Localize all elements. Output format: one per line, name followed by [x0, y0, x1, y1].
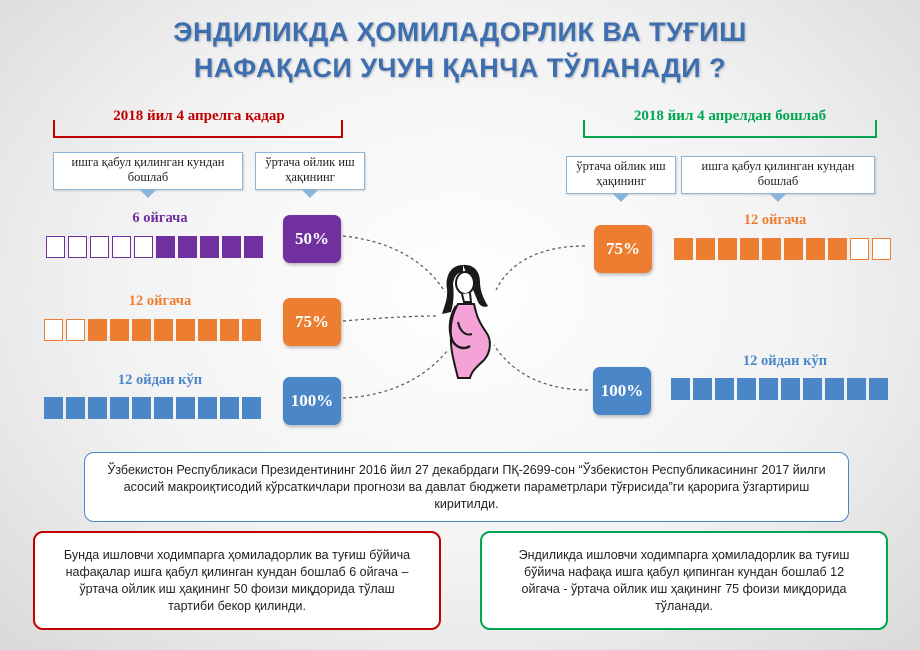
month-segment	[825, 378, 844, 400]
month-segment	[176, 397, 195, 419]
left-row-3-bar	[44, 397, 261, 419]
month-segment	[154, 397, 173, 419]
month-segment	[242, 397, 261, 419]
month-segment	[696, 238, 715, 260]
month-segment	[66, 397, 85, 419]
month-segment	[781, 378, 800, 400]
left-row-1-percent: 50%	[283, 215, 341, 263]
month-segment	[737, 378, 756, 400]
month-segment	[762, 238, 781, 260]
left-period-bracket	[53, 120, 343, 138]
month-segment	[88, 319, 107, 341]
month-segment	[176, 319, 195, 341]
month-segment	[44, 397, 63, 419]
month-segment	[110, 319, 129, 341]
right-row-1-bar	[674, 238, 891, 260]
left-row-3-label: 12 ойдан кўп	[117, 372, 203, 388]
month-segment	[44, 319, 63, 341]
left-row-2-percent: 75%	[283, 298, 341, 346]
month-segment	[806, 238, 825, 260]
month-segment	[198, 397, 217, 419]
note-right-box: Эндиликда ишловчи ходимпарга ҳомиладорли…	[480, 531, 888, 630]
left-row-1-label: 6 ойгача	[132, 210, 188, 226]
month-segment	[200, 236, 219, 258]
month-segment	[872, 238, 891, 260]
month-segment	[740, 238, 759, 260]
month-segment	[132, 319, 151, 341]
month-segment	[156, 236, 175, 258]
month-segment	[134, 236, 153, 258]
month-segment	[674, 238, 693, 260]
info-text: Ўзбекистон Республикаси Президентининг 2…	[107, 462, 826, 511]
left-row-2-bar	[44, 319, 261, 341]
month-segment	[847, 378, 866, 400]
right-caption-salary: ўртача ойлик иш ҳақининг	[566, 156, 676, 202]
left-caption-tenure: ишга қабул қилинган кундан бошлаб	[53, 152, 243, 198]
month-segment	[850, 238, 869, 260]
note-left-box: Бунда ишловчи ходимпарга ҳомиладорлик ва…	[33, 531, 441, 630]
month-segment	[828, 238, 847, 260]
left-caption-salary: ўртача ойлик иш ҳақининг	[255, 152, 365, 198]
right-row-2-percent: 100%	[593, 367, 651, 415]
month-segment	[220, 397, 239, 419]
month-segment	[784, 238, 803, 260]
title-line-1: ЭНДИЛИКДА ҲОМИЛАДОРЛИК ВА ТУҒИШ	[173, 17, 747, 47]
note-left-text: Бунда ишловчи ходимпарга ҳомиладорлик ва…	[63, 547, 411, 613]
right-row-2-bar	[671, 378, 888, 400]
month-segment	[220, 319, 239, 341]
month-segment	[132, 397, 151, 419]
month-segment	[759, 378, 778, 400]
month-segment	[693, 378, 712, 400]
month-segment	[803, 378, 822, 400]
month-segment	[715, 378, 734, 400]
title-line-2: НАФАҚАСИ УЧУН ҚАНЧА ТЎЛАНАДИ ?	[193, 53, 727, 83]
month-segment	[88, 397, 107, 419]
month-segment	[112, 236, 131, 258]
right-caption-tenure: ишга қабул қилинган кундан бошлаб	[681, 156, 875, 202]
month-segment	[110, 397, 129, 419]
month-segment	[154, 319, 173, 341]
left-row-2-label: 12 ойгача	[128, 293, 192, 309]
month-segment	[90, 236, 109, 258]
month-segment	[46, 236, 65, 258]
note-right-text: Эндиликда ишловчи ходимпарга ҳомиладорли…	[518, 547, 850, 613]
page-title: ЭНДИЛИКДА ҲОМИЛАДОРЛИК ВА ТУҒИШ НАФАҚАСИ…	[0, 14, 920, 86]
info-box: Ўзбекистон Республикаси Президентининг 2…	[84, 452, 849, 522]
right-period-bracket	[583, 120, 877, 138]
month-segment	[671, 378, 690, 400]
month-segment	[222, 236, 241, 258]
pregnant-woman-icon	[442, 264, 491, 379]
month-segment	[869, 378, 888, 400]
right-row-1-percent: 75%	[594, 225, 652, 273]
left-period-title: 2018 йил 4 апрелга қадар	[113, 108, 285, 124]
month-segment	[66, 319, 85, 341]
month-segment	[242, 319, 261, 341]
month-segment	[178, 236, 197, 258]
month-segment	[718, 238, 737, 260]
month-segment	[244, 236, 263, 258]
right-period-title: 2018 йил 4 апрелдан бошлаб	[633, 108, 827, 124]
left-row-3-percent: 100%	[283, 377, 341, 425]
month-segment	[68, 236, 87, 258]
month-segment	[198, 319, 217, 341]
right-row-1-label: 12 ойгача	[743, 212, 807, 228]
right-row-2-label: 12 ойдан кўп	[742, 353, 828, 369]
left-row-1-bar	[46, 236, 263, 258]
